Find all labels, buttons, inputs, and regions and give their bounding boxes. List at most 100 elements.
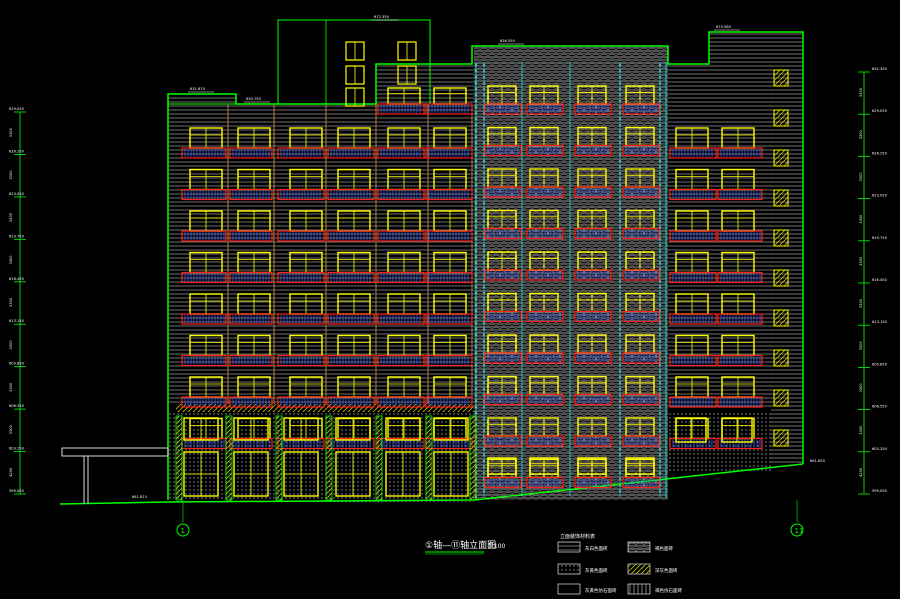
- railing-balusters: [625, 188, 657, 196]
- stair-window: [773, 429, 789, 447]
- railing-balusters: [529, 478, 561, 487]
- railing-balusters: [577, 312, 609, 321]
- railing-balusters: [330, 356, 371, 365]
- balcony-railing: [574, 144, 612, 157]
- balcony-railing: [622, 186, 660, 198]
- railing-balusters: [184, 356, 225, 365]
- railing-balusters: [487, 271, 519, 279]
- railing-balusters: [720, 315, 761, 323]
- dimension-label: 3300: [9, 255, 13, 265]
- railing-balusters: [625, 354, 657, 362]
- balcony-railing: [377, 354, 425, 367]
- balcony-railing: [622, 310, 660, 323]
- balcony-railing: [484, 476, 522, 489]
- railing-balusters: [428, 356, 469, 365]
- dimension-label: 3300: [9, 297, 13, 307]
- dimension-label: 3300: [859, 214, 863, 224]
- railing-balusters: [487, 437, 519, 445]
- railing-balusters: [184, 439, 225, 448]
- balcony-railing: [277, 354, 325, 367]
- railing-balusters: [380, 273, 421, 282]
- top-elevation-label: 636.550: [500, 39, 516, 43]
- railing-balusters: [232, 398, 270, 406]
- railing-balusters: [529, 188, 561, 196]
- balcony-railing: [574, 269, 612, 281]
- legend-swatch: [627, 541, 651, 553]
- balcony-railing: [181, 313, 227, 325]
- legend-label: 灰黄色面砖: [585, 567, 608, 574]
- railing-balusters: [280, 315, 321, 323]
- elevation-label: 613.150: [9, 319, 25, 323]
- railing-balusters: [577, 146, 609, 155]
- balcony-railing: [229, 147, 273, 159]
- balcony-railing: [181, 271, 227, 284]
- railing-balusters: [529, 312, 561, 321]
- elevation-label: 613.150: [872, 320, 888, 324]
- railing-balusters: [625, 437, 657, 445]
- railing-balusters: [529, 354, 561, 362]
- railing-balusters: [232, 232, 270, 240]
- railing-balusters: [232, 439, 270, 448]
- stair-window: [773, 349, 789, 367]
- balcony-railing: [229, 271, 273, 284]
- elevation-label: 623.050: [872, 194, 888, 198]
- balcony-railing: [425, 396, 473, 408]
- elevation-label: 599.050: [9, 489, 25, 493]
- balcony-railing: [327, 313, 375, 325]
- balcony-railing: [327, 230, 375, 242]
- balcony-railing: [526, 393, 564, 406]
- ornamental-column: [175, 415, 183, 501]
- railing-balusters: [720, 232, 761, 240]
- legend-label: 深灰色面砖: [655, 567, 678, 574]
- building-elevation: [59, 19, 804, 505]
- elevation-label: 599.050: [872, 489, 888, 493]
- top-elevation-label: 631.670: [190, 87, 206, 91]
- railing-balusters: [672, 149, 713, 157]
- dimension-label: 3300: [9, 170, 13, 180]
- elevation-label: 619.750: [9, 234, 25, 238]
- balcony-railing: [229, 188, 273, 201]
- legend-swatch: [557, 563, 581, 575]
- railing-balusters: [720, 190, 761, 199]
- stair-window: [773, 389, 789, 407]
- dimension-label: 3300: [859, 298, 863, 308]
- dimension-label: 4200: [9, 467, 13, 477]
- balcony-railing: [181, 354, 227, 367]
- railing-balusters: [577, 478, 609, 487]
- railing-balusters: [487, 478, 519, 487]
- elevation-label: 609.850: [872, 362, 888, 366]
- balcony-railing: [425, 313, 473, 325]
- balcony-railing: [484, 103, 522, 115]
- balcony-railing: [622, 476, 660, 489]
- balcony-railing: [181, 396, 227, 408]
- legend-label: 褐色面砖: [655, 545, 673, 552]
- balcony-railing: [229, 313, 273, 325]
- railing-balusters: [577, 105, 609, 113]
- railing-balusters: [672, 190, 713, 199]
- balcony-railing: [622, 144, 660, 157]
- elevation-label: 629.050: [9, 107, 25, 111]
- stair-window: [773, 309, 789, 327]
- railing-balusters: [184, 398, 225, 406]
- stair-window: [773, 149, 789, 167]
- railing-balusters: [577, 229, 609, 238]
- railing-balusters: [380, 190, 421, 199]
- balcony-railing: [526, 144, 564, 157]
- railing-balusters: [487, 395, 519, 404]
- balcony-railing: [327, 396, 375, 408]
- railing-balusters: [720, 273, 761, 282]
- balcony-railing: [277, 147, 325, 159]
- balcony-railing: [669, 230, 717, 242]
- balcony-railing: [327, 188, 375, 201]
- railing-balusters: [428, 315, 469, 323]
- railing-balusters: [280, 273, 321, 282]
- stair-window: [773, 189, 789, 207]
- balcony-railing: [622, 269, 660, 281]
- railing-balusters: [330, 190, 371, 199]
- dimension-label: 3300: [859, 340, 863, 350]
- balcony-railing: [327, 147, 375, 159]
- railing-balusters: [184, 232, 225, 240]
- railing-balusters: [487, 105, 519, 113]
- elevation-label: 616.450: [872, 278, 888, 282]
- balcony-railing: [526, 352, 564, 364]
